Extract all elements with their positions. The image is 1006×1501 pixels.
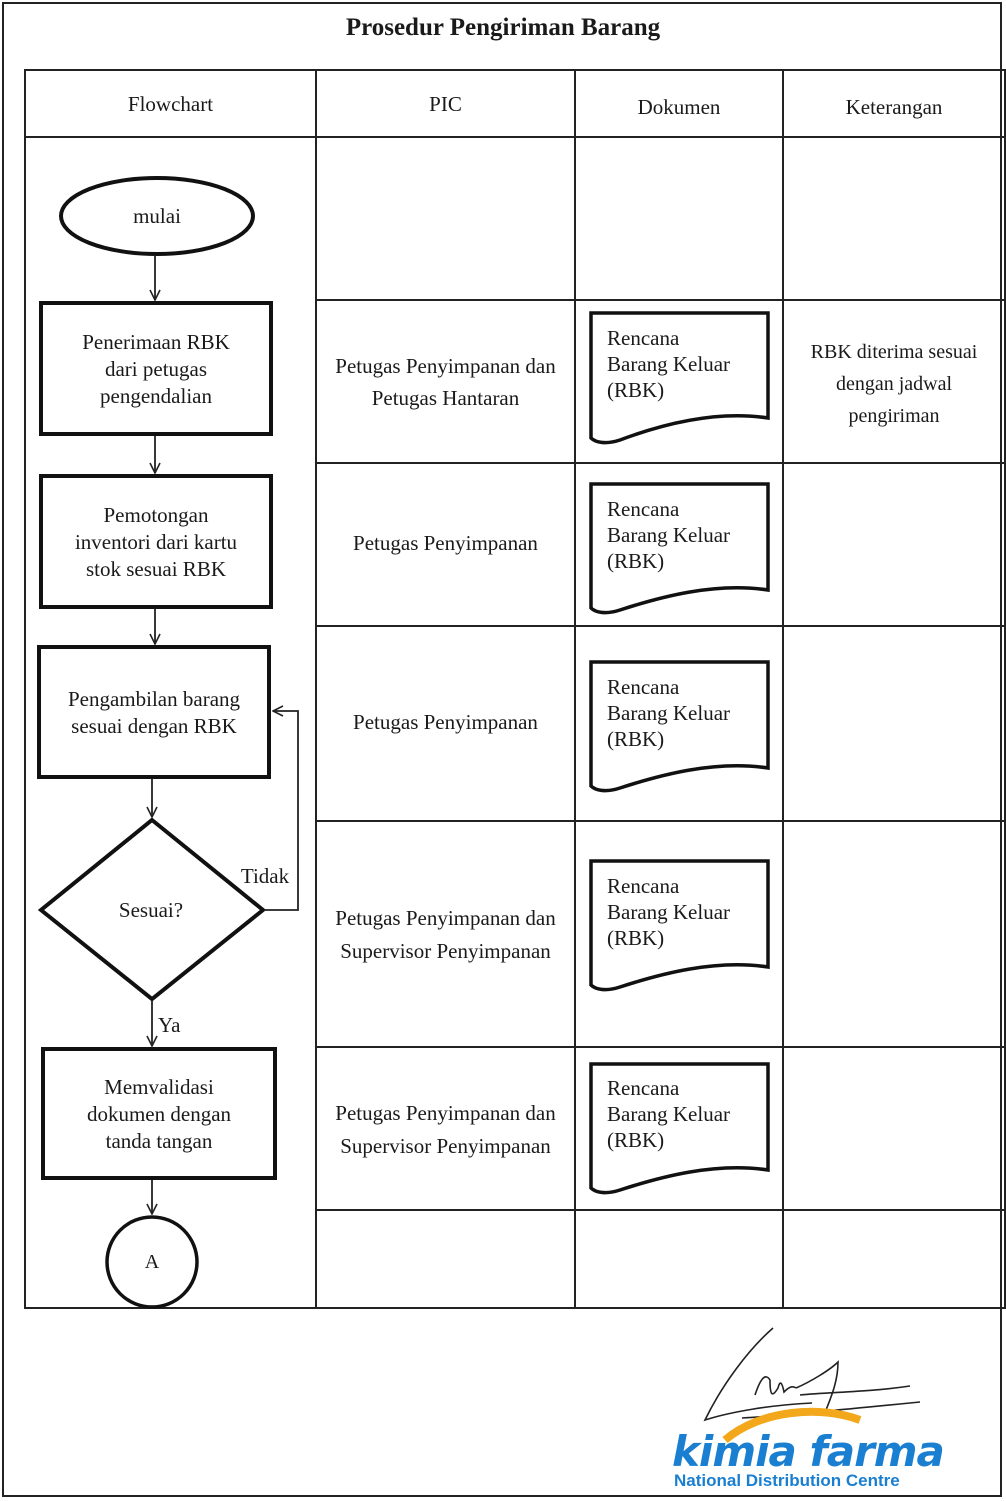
- yes-label: Ya: [158, 1013, 181, 1037]
- logo-subtitle: National Distribution Centre: [674, 1471, 900, 1490]
- step-receive-rbk: [39, 301, 273, 436]
- document-shape-4: [589, 859, 770, 992]
- document-shape-5: [589, 1062, 770, 1195]
- pic-row-2: Petugas Penyimpanan: [353, 531, 538, 555]
- start-label: mulai: [133, 204, 181, 228]
- connector-circle: [105, 1215, 199, 1309]
- header-pic: PIC: [429, 92, 462, 116]
- table-grid: [24, 69, 1006, 1309]
- header-flowchart: Flowchart: [127, 92, 214, 116]
- document-shape-2: [589, 482, 770, 615]
- start-terminal: [59, 176, 255, 256]
- header-keterangan: Keterangan: [845, 95, 943, 119]
- no-label: Tidak: [240, 864, 290, 888]
- document-shape-1: [589, 311, 770, 445]
- decision-diamond: [37, 817, 267, 1002]
- logo-brand-text: kimia farma: [672, 1427, 945, 1476]
- signature: [703, 1327, 921, 1422]
- logo-sun-arc: [722, 1407, 862, 1444]
- document-shape-3: [589, 660, 770, 793]
- step-validate: [41, 1047, 277, 1180]
- header-dokumen: Dokumen: [637, 95, 721, 119]
- decision-label: Sesuai?: [118, 898, 184, 922]
- step-inventory-cut: [39, 474, 273, 609]
- pic-row-3: Petugas Penyimpanan: [353, 710, 538, 734]
- arrow-no-loop: [264, 711, 299, 911]
- step-pick-goods: [37, 645, 271, 779]
- company-logo: kimia farma National Distribution Centre: [672, 1427, 962, 1490]
- connector-label: A: [144, 1251, 160, 1273]
- page-title: Prosedur Pengiriman Barang: [345, 14, 661, 41]
